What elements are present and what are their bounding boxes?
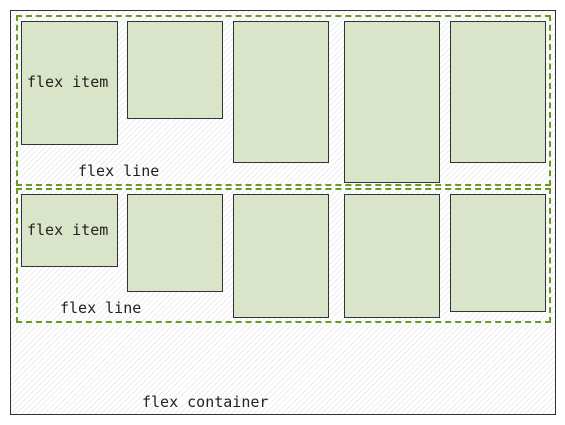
flex-item-2-4 bbox=[344, 194, 440, 318]
flex-item-1-3 bbox=[233, 21, 329, 163]
flex-item-label-2: flex item bbox=[27, 221, 109, 239]
flex-item-label-1: flex item bbox=[27, 73, 109, 91]
flex-item-1-4 bbox=[344, 21, 440, 183]
flex-container: flex item flex line flex item flex line … bbox=[10, 10, 556, 415]
flex-item-1-2 bbox=[127, 21, 223, 119]
flex-item-2-2 bbox=[127, 194, 223, 292]
flex-container-label: flex container bbox=[142, 393, 269, 411]
flex-line-label-2: flex line bbox=[60, 299, 142, 317]
flex-item-1-1 bbox=[21, 21, 118, 145]
flex-item-2-1 bbox=[21, 194, 118, 267]
flex-line-2 bbox=[16, 188, 551, 323]
flex-item-2-3 bbox=[233, 194, 329, 318]
flex-line-1 bbox=[16, 15, 551, 186]
flex-line-label-1: flex line bbox=[78, 162, 160, 180]
flex-item-1-5 bbox=[450, 21, 546, 163]
flex-item-2-5 bbox=[450, 194, 546, 312]
